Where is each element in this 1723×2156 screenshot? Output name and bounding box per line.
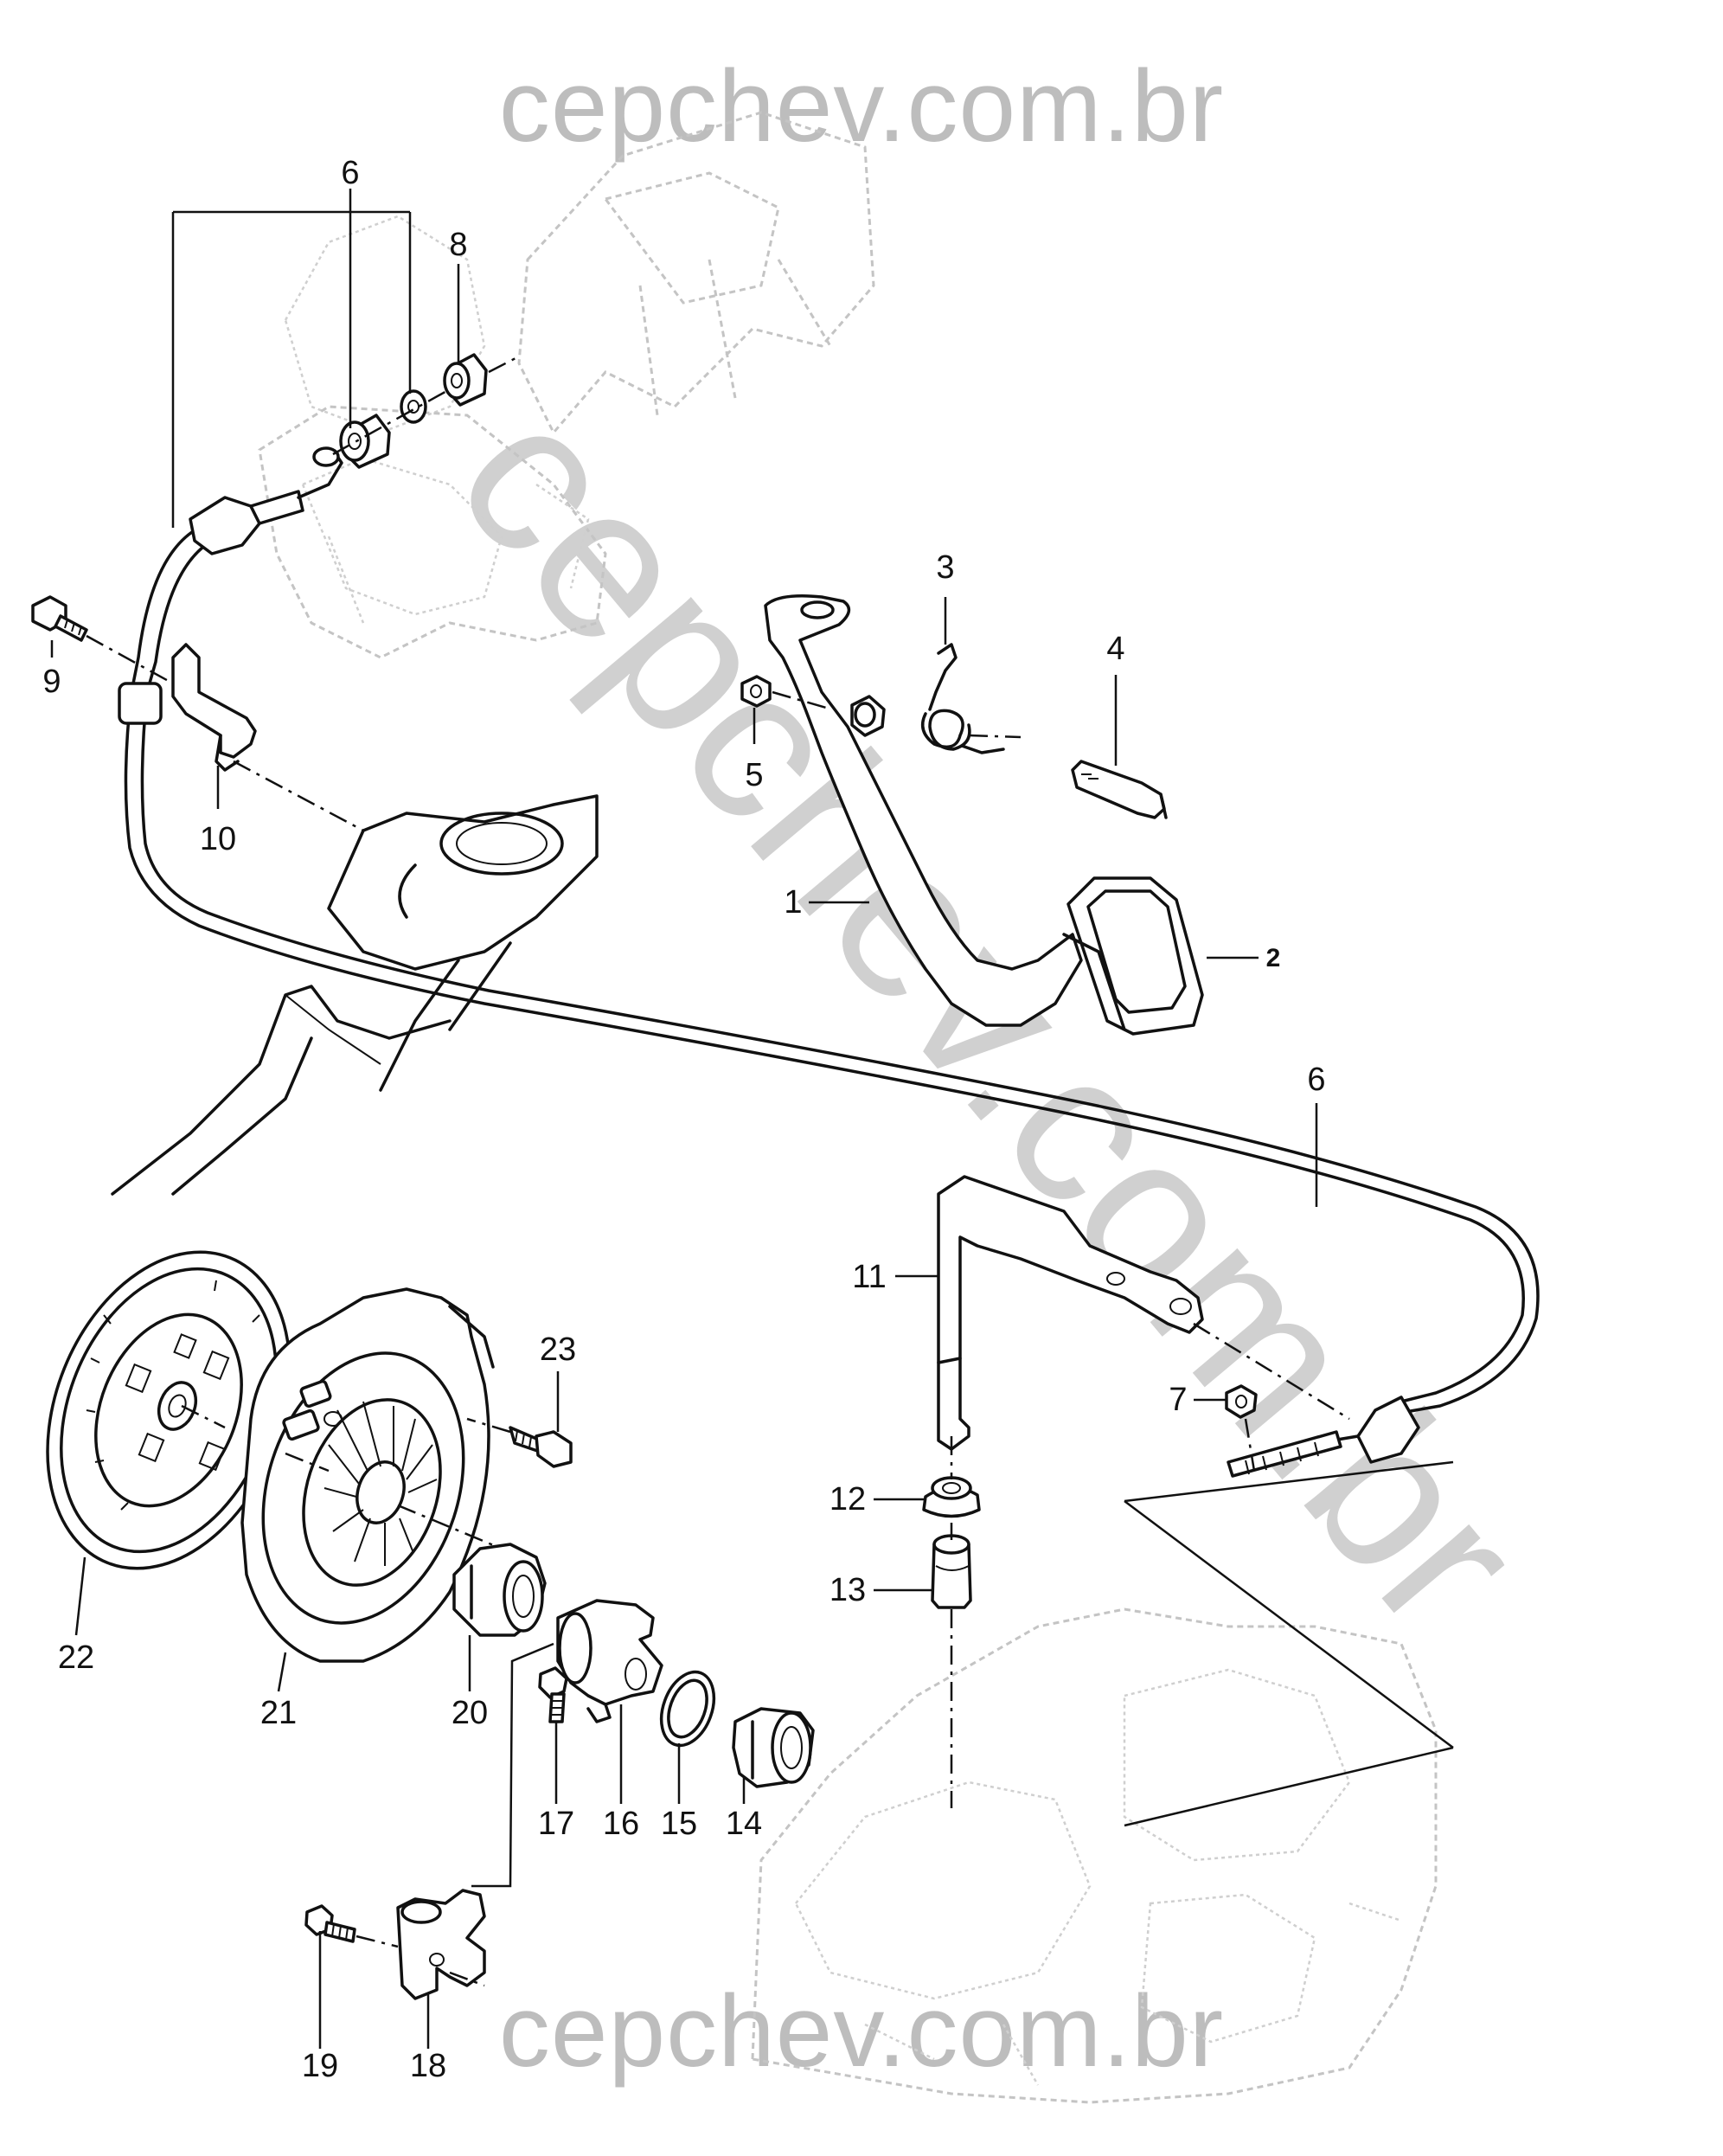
bolt-23 (466, 1417, 573, 1468)
callout-12: 12 (829, 1481, 866, 1518)
callout-4: 4 (1106, 631, 1124, 667)
cable-end-bushing (339, 414, 391, 469)
callout-22: 22 (58, 1639, 94, 1676)
clutch-pedal-1 (764, 594, 1083, 1027)
release-bearing-20 (452, 1543, 547, 1637)
callout-5: 5 (745, 757, 763, 793)
callout-15: 15 (661, 1806, 697, 1842)
seal-14 (732, 1707, 815, 1788)
clutch-cable (118, 446, 1540, 1478)
callout-13: 13 (829, 1572, 866, 1608)
cable-end-nut-8 (443, 353, 520, 407)
callout-7: 7 (1169, 1382, 1187, 1418)
pivot-pin-4 (1071, 760, 1168, 819)
clutch-axis (181, 1404, 503, 1550)
bolt-17 (538, 1666, 568, 1723)
watermark-bottom: cepchev.com.br (498, 1974, 1225, 2089)
return-spring-3 (920, 643, 1022, 754)
callout-1: 1 (784, 884, 802, 921)
callout-14: 14 (726, 1806, 762, 1842)
callout-18: 18 (410, 2048, 446, 2084)
callout-21: 21 (260, 1695, 297, 1731)
callout-19: 19 (302, 2048, 338, 2084)
bolt-19 (304, 1904, 399, 1948)
leader-lines (50, 189, 1318, 2049)
nut-5 (740, 675, 827, 709)
callout-11: 11 (852, 1259, 886, 1295)
callout-6-upper: 6 (341, 155, 359, 191)
bushing-12 (922, 1476, 981, 1518)
assembly-bracket-line (1124, 1460, 1454, 1827)
nut-7 (1225, 1384, 1258, 1472)
callouts: 1 2 3 4 5 6 6 7 8 9 10 11 12 13 14 15 16… (42, 155, 1325, 2084)
callout-2: 2 (1266, 944, 1281, 972)
callout-9: 9 (42, 664, 61, 700)
bushing-13 (931, 1534, 972, 1609)
callout-17: 17 (538, 1806, 574, 1842)
callout-16: 16 (603, 1806, 639, 1842)
watermark-top: cepchev.com.br (498, 49, 1225, 164)
ghost-firewall-bracket (258, 111, 875, 659)
floor-rail (111, 985, 452, 1196)
cable-end-washer (400, 389, 427, 424)
callout-6-lower: 6 (1307, 1062, 1325, 1098)
release-shaft-11 (937, 1175, 1350, 1451)
guide-sleeve-16 (556, 1599, 663, 1723)
o-ring-15 (659, 1670, 716, 1748)
ghost-transmission (751, 1607, 1438, 2104)
callout-3: 3 (936, 549, 954, 586)
callout-8: 8 (449, 227, 467, 263)
pedal-box-mount (327, 794, 599, 1092)
fork-sleeve-link (471, 1642, 554, 1888)
pedal-pad-2 (1062, 876, 1204, 1036)
callout-10: 10 (200, 821, 236, 857)
cable-end-axis (332, 388, 451, 456)
release-fork-18 (396, 1889, 486, 2000)
callout-23: 23 (540, 1331, 576, 1368)
bolt-9 (31, 595, 174, 685)
pressure-plate-21 (240, 1287, 495, 1663)
callout-bracket-6 (171, 210, 412, 528)
cable-bracket-10 (171, 643, 364, 832)
callout-20: 20 (452, 1695, 488, 1731)
clutch-disc-22 (46, 1250, 291, 1570)
